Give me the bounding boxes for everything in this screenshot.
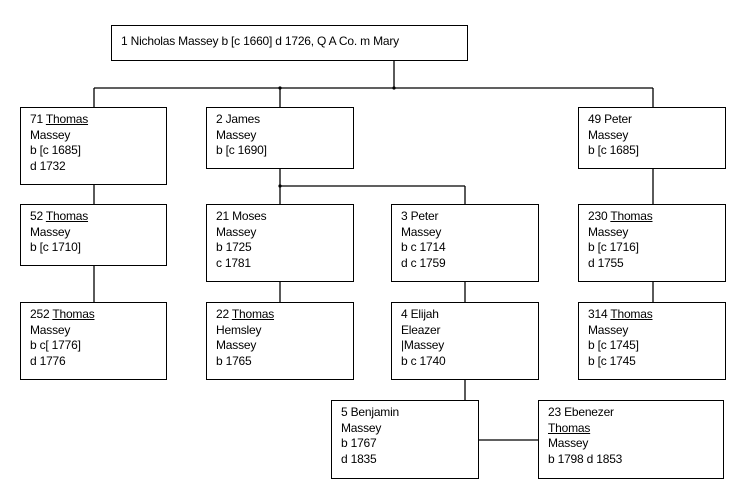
person-line: Massey: [588, 322, 629, 337]
person-line: 5 Benjamin: [341, 405, 400, 419]
person-box-benjamin-massey: 5 Benjamin Massey b 1767 d 1835: [331, 400, 479, 479]
person-line: 21 Moses: [216, 209, 267, 223]
person-line: 49 Peter: [588, 112, 632, 126]
person-line: 23 Ebenezer: [548, 405, 614, 419]
person-first-name: Thomas: [45, 112, 89, 126]
person-line: c 1781: [216, 255, 251, 270]
person-line: d 1732: [30, 158, 66, 173]
person-name-line: 230 Thomas: [588, 209, 725, 225]
person-line: b c[ 1776]: [30, 338, 81, 352]
person-line: Massey: [216, 338, 257, 352]
person-line: Eleazer: [401, 322, 441, 337]
person-box-thomas-hemsley-massey: 22 Thomas Hemsley Massey b 1765: [206, 302, 354, 380]
person-line: b 1798 d 1853: [548, 451, 623, 466]
person-line: Massey: [341, 420, 382, 435]
person-line: 1 Nicholas Massey b [c 1660] d 1726, Q A…: [121, 34, 399, 48]
person-id: 71: [30, 112, 46, 126]
person-box-james-massey: 2 James Massey b [c 1690]: [206, 107, 354, 169]
person-line: d 1835: [341, 451, 377, 466]
person-line: Hemsley: [216, 322, 262, 337]
person-box-thomas-massey-52: 52 Thomas Massey b [c 1710]: [20, 204, 167, 266]
person-line: 3 Peter: [401, 209, 439, 223]
person-line: d 1776: [30, 353, 66, 368]
person-box-ebenezer-thomas-massey: 23 Ebenezer Thomas Massey b 1798 d 1853: [538, 400, 724, 479]
person-name-line: 22 Thomas: [216, 307, 353, 323]
person-box-thomas-massey-71: 71 Thomas Massey b [c 1685] d 1732: [20, 107, 167, 185]
person-box-peter-massey-49: 49 Peter Massey b [c 1685]: [578, 107, 726, 169]
person-line: b [c 1716]: [588, 240, 639, 254]
person-box-thomas-massey-252: 252 Thomas Massey b c[ 1776] d 1776: [20, 302, 167, 380]
person-line: |Massey: [401, 338, 445, 352]
person-line: b 1767: [341, 436, 377, 450]
junction-dot: [278, 86, 282, 90]
person-id: 22: [216, 307, 232, 321]
person-line: b c 1714: [401, 240, 446, 254]
person-line: Massey: [216, 224, 257, 239]
person-line: b 1765: [216, 353, 252, 368]
person-line: b [c 1745: [588, 353, 636, 368]
person-line: Massey: [30, 224, 71, 239]
person-box-thomas-massey-230: 230 Thomas Massey b [c 1716] d 1755: [578, 204, 726, 282]
person-box-peter-massey-3: 3 Peter Massey b c 1714 d c 1759: [391, 204, 539, 282]
person-first-name: Thomas: [610, 307, 653, 321]
person-first-name: Thomas: [610, 209, 653, 223]
junction-dot: [392, 86, 396, 90]
person-line: Massey: [401, 224, 442, 239]
person-line: Massey: [30, 127, 71, 142]
person-box-thomas-massey-314: 314 Thomas Massey b [c 1745] b [c 1745: [578, 302, 726, 380]
junction-dot: [278, 184, 282, 188]
person-line: b [c 1690]: [216, 143, 267, 157]
person-first-name: Thomas: [45, 209, 89, 223]
person-line: b [c 1710]: [30, 240, 81, 254]
person-line: b c 1740: [401, 353, 446, 368]
person-line: Massey: [548, 436, 589, 450]
person-name-line: 252 Thomas: [30, 307, 166, 323]
person-line: d c 1759: [401, 255, 446, 270]
person-name-line: 71 Thomas: [30, 112, 166, 128]
person-line: Massey: [588, 224, 629, 239]
person-line: b [c 1685]: [588, 143, 639, 157]
person-box-moses-massey: 21 Moses Massey b 1725 c 1781: [206, 204, 354, 282]
person-name-line: 314 Thomas: [588, 307, 725, 323]
person-line: 4 Elijah: [401, 307, 439, 321]
person-line: Massey: [588, 127, 629, 142]
person-box-elijah-eleazer-massey: 4 Elijah Eleazer |Massey b c 1740: [391, 302, 539, 380]
person-line: b 1725: [216, 240, 252, 254]
person-line: Massey: [30, 322, 71, 337]
person-line: 2 James: [216, 112, 260, 126]
person-id: 230: [588, 209, 611, 223]
person-line: Massey: [216, 127, 257, 142]
person-line: b [c 1685]: [30, 143, 81, 157]
person-id: 252: [30, 307, 53, 321]
person-id: 52: [30, 209, 46, 223]
person-id: 314: [588, 307, 611, 321]
person-first-name: Thomas: [52, 307, 95, 321]
person-line: d 1755: [588, 255, 624, 270]
person-box-nicholas-massey: 1 Nicholas Massey b [c 1660] d 1726, Q A…: [111, 25, 468, 61]
person-underlined-name: Thomas: [548, 420, 591, 435]
person-first-name: Thomas: [231, 307, 275, 321]
person-name-line: 52 Thomas: [30, 209, 166, 225]
person-line: b [c 1745]: [588, 338, 639, 352]
